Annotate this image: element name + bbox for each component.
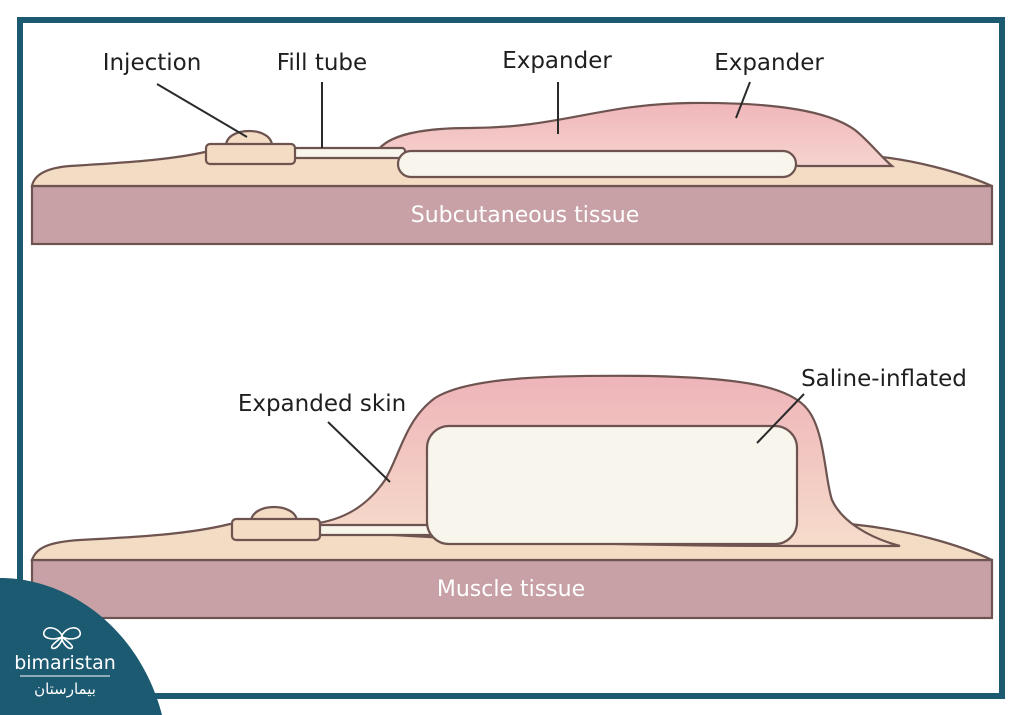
label-saline-inflated: Saline-inflated: [801, 366, 967, 392]
label-injection: Injection: [103, 50, 202, 76]
top-injection-base: [204, 142, 297, 166]
bottom-fill-tube: [316, 523, 434, 537]
subcutaneous-tissue-band: [30, 184, 994, 246]
label-expanded-skin: Expanded skin: [238, 391, 406, 417]
saline-inflated-leader: [756, 393, 805, 444]
muscle-tissue-band: [30, 558, 994, 620]
top-fill-tube: [291, 146, 407, 160]
expanded-skin-leader: [327, 421, 391, 483]
bottom-tissue-label: Muscle tissue: [437, 577, 585, 602]
top-tissue-label: Subcutaneous tissue: [411, 203, 640, 228]
logo-name: bimaristan: [14, 652, 116, 674]
bottom-panel: Muscle tissue Expanded skin Saline-infla…: [30, 366, 994, 620]
logo-name-arabic: بيمارستان: [34, 680, 96, 698]
label-expander-1: Expander: [502, 48, 612, 74]
expander-2-leader: [735, 81, 751, 119]
butterfly-icon: [42, 627, 82, 650]
label-fill-tube: Fill tube: [277, 50, 367, 76]
brand-logo: bimaristan بيمارستان: [0, 578, 162, 715]
injection-leader: [156, 83, 248, 138]
label-expander-2: Expander: [714, 50, 824, 76]
bottom-injection-base: [230, 517, 322, 542]
logo-background: [0, 578, 162, 715]
top-panel: Subcutaneous tissue Injection Fill tube …: [30, 48, 994, 246]
top-deflated-expander: [396, 149, 798, 179]
bottom-inflated-expander: [425, 424, 799, 546]
